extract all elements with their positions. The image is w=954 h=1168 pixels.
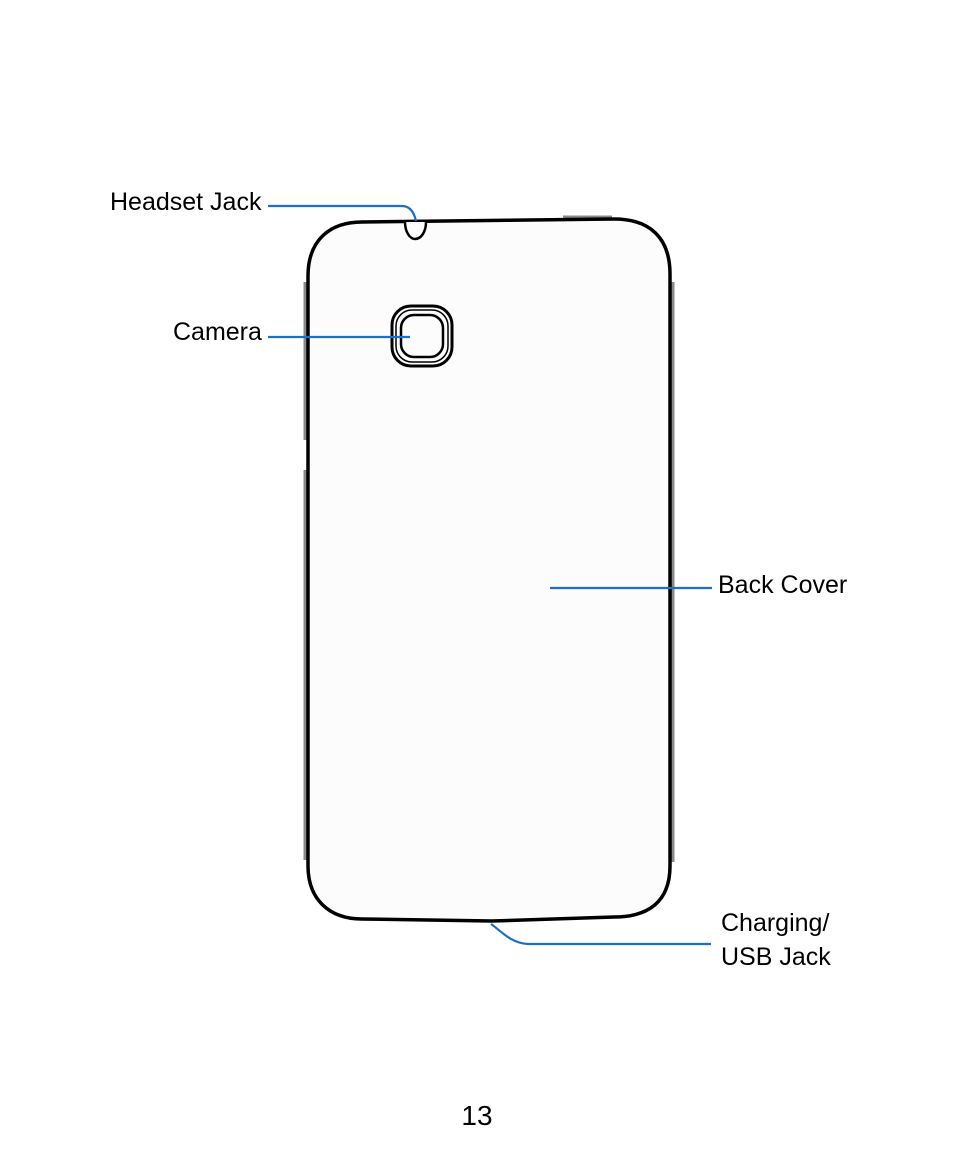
charging-label-line-1: Charging/	[721, 906, 831, 940]
charging-label-line-2: USB Jack	[721, 940, 831, 974]
headset-jack-leader	[268, 206, 416, 221]
phone-back-cover	[308, 219, 670, 921]
back-cover-label: Back Cover	[718, 568, 847, 602]
headset-jack-label: Headset Jack	[110, 185, 261, 219]
camera-label: Camera	[173, 315, 262, 349]
page-number: 13	[0, 1098, 954, 1134]
charging-jack-leader	[491, 924, 711, 944]
charging-usb-jack-label: Charging/ USB Jack	[721, 906, 831, 974]
